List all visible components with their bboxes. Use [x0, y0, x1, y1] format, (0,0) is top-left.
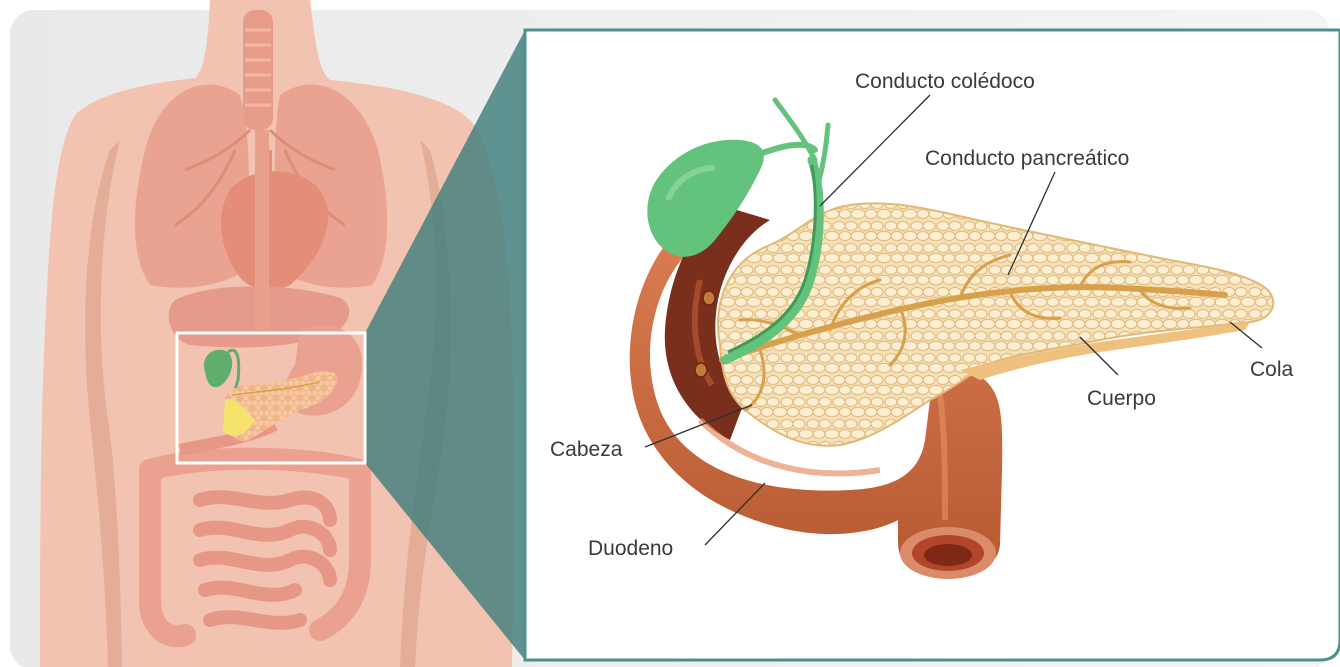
label-body: Cuerpo: [1087, 387, 1156, 410]
label-pancreatic-duct: Conducto pancreático: [925, 147, 1129, 170]
label-common-bile-duct: Conducto colédoco: [855, 70, 1035, 93]
label-head: Cabeza: [550, 438, 623, 461]
label-duodenum: Duodeno: [588, 537, 673, 560]
trachea: [243, 10, 273, 130]
label-tail: Cola: [1250, 358, 1294, 381]
